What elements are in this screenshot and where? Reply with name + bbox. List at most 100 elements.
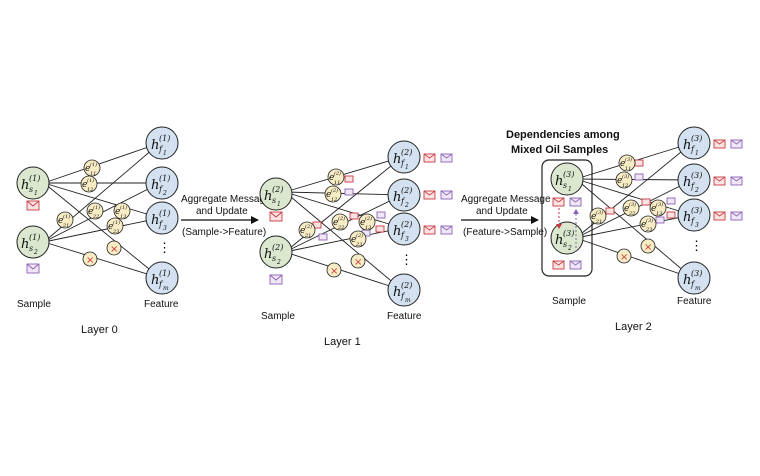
svg-text:e: e (115, 207, 120, 217)
dependency-title-line2: Mixed Oil Samples (511, 144, 608, 156)
svg-text:13: 13 (365, 225, 371, 231)
layer-0-feature-node-m: h f m (1) (145, 261, 179, 295)
envelope-icon (641, 198, 651, 206)
svg-text:(3): (3) (646, 217, 653, 224)
svg-text:21: 21 (62, 223, 69, 229)
svg-text:h: h (555, 233, 563, 248)
svg-text:h: h (21, 237, 29, 252)
svg-text:f: f (400, 159, 406, 168)
svg-text:m: m (405, 297, 411, 304)
svg-text:e: e (58, 216, 63, 226)
svg-text:(1): (1) (29, 174, 40, 183)
svg-text:(1): (1) (63, 213, 70, 220)
layer-0-edge-node-22: e 22 (1) (86, 202, 104, 220)
svg-text:(1): (1) (159, 134, 170, 143)
svg-text:h: h (683, 273, 691, 288)
svg-text:×: × (354, 257, 362, 268)
svg-text:21: 21 (595, 219, 602, 225)
layer-0-feature-node-2: h f 2 (1) (145, 166, 179, 200)
svg-text:m: m (695, 285, 701, 292)
layer-2-feature-node-m: h f m (3) (677, 261, 711, 295)
svg-text:(3): (3) (691, 269, 702, 278)
svg-text:×: × (110, 244, 118, 255)
svg-text:×: × (644, 242, 652, 253)
svg-text:(3): (3) (563, 170, 574, 179)
svg-text:(Sample->Feature): (Sample->Feature) (182, 227, 266, 238)
envelope-icon (423, 225, 436, 235)
svg-text:22: 22 (92, 214, 99, 220)
envelope-icon (666, 197, 676, 205)
svg-text:12: 12 (87, 187, 93, 193)
svg-text:2: 2 (567, 245, 572, 252)
layer-1-feature-label: Feature (387, 311, 422, 322)
svg-text:f: f (158, 185, 164, 194)
envelope-icon (349, 212, 359, 220)
svg-text:e: e (300, 226, 305, 236)
envelope-icon (713, 211, 726, 221)
svg-text:h: h (393, 152, 401, 167)
layer-1-edge-node-21: e 21 (2) (298, 221, 316, 239)
svg-text:and Update: and Update (196, 206, 248, 217)
cross-icon: × (640, 238, 656, 254)
svg-text:(2): (2) (356, 232, 363, 239)
svg-text:11: 11 (90, 171, 96, 177)
svg-text:e: e (82, 180, 87, 190)
arrow-sample-to-feature: Aggregate Message and Update (Sample->Fe… (181, 194, 271, 238)
svg-text:1: 1 (34, 190, 38, 197)
layer-2-edge-node-13: e 13 (3) (649, 199, 667, 217)
svg-text:h: h (151, 138, 159, 153)
svg-text:(2): (2) (331, 187, 338, 194)
envelope-icon (655, 216, 665, 224)
dependency-title-line1: Dependencies among (506, 129, 620, 141)
svg-text:h: h (683, 175, 691, 190)
layer-1: h s 1 (2) h s 2 (2) e (259, 140, 453, 348)
layer-1-edge-node-22: e 22 (2) (331, 213, 349, 231)
svg-text:h: h (393, 190, 401, 205)
layer-0-feature-node-3: h f 3 (1) (145, 201, 179, 235)
svg-text:(3): (3) (691, 134, 702, 143)
svg-text:f: f (400, 231, 406, 240)
layer-2-edge-node-11: e 11 (3) (618, 154, 636, 172)
svg-text:s: s (29, 185, 33, 194)
layer-0-sample-node-2: h s 2 (1) (16, 225, 50, 259)
layer-2-sample-label: Sample (552, 296, 586, 307)
svg-text:(1): (1) (159, 174, 170, 183)
layer-1-feature-node-m: h f m (2) (387, 273, 421, 307)
svg-text:(1): (1) (159, 209, 170, 218)
layer-2-edge-node-23: e 23 (3) (639, 215, 657, 233)
svg-text:23: 23 (645, 227, 652, 233)
envelope-icon (376, 211, 386, 219)
svg-text:(2): (2) (401, 148, 412, 157)
cross-icon: × (616, 248, 632, 264)
svg-text:(2): (2) (401, 220, 412, 229)
layer-1-edge-node-13: e 13 (2) (358, 213, 376, 231)
layer-0-edge-node-12: e 12 (1) (80, 175, 98, 193)
layer-0-edge-node-11: e 11 (1) (83, 159, 101, 177)
svg-text:h: h (21, 178, 29, 193)
envelope-icon (634, 173, 644, 181)
envelope-icon (344, 175, 354, 183)
svg-text:e: e (333, 218, 338, 228)
svg-text:s: s (563, 181, 567, 190)
envelope-icon (730, 176, 743, 186)
envelope-icon (423, 153, 436, 163)
envelope-icon (569, 260, 582, 270)
layer-2-feature-node-1: h f 1 (3) (677, 126, 711, 160)
svg-text:×: × (620, 252, 628, 263)
svg-text:(3): (3) (691, 206, 702, 215)
svg-text:s: s (29, 244, 33, 253)
svg-text:(3): (3) (563, 229, 574, 238)
layer-1-feature-node-3: h f 3 (2) (387, 212, 421, 246)
svg-text:(1): (1) (120, 204, 127, 211)
svg-text:e: e (329, 173, 334, 183)
layer-1-sample-node-2: h s 2 (2) (259, 235, 293, 269)
layer-1-edge-node-12: e 12 (2) (324, 185, 342, 203)
envelope-icon (269, 274, 283, 285)
svg-text:21: 21 (304, 233, 311, 239)
envelope-icon (440, 153, 453, 163)
svg-text:f: f (158, 145, 164, 154)
svg-text:(3): (3) (596, 209, 603, 216)
svg-text:2: 2 (694, 187, 699, 194)
layer-2-edge-node-21: e 21 (3) (589, 207, 607, 225)
